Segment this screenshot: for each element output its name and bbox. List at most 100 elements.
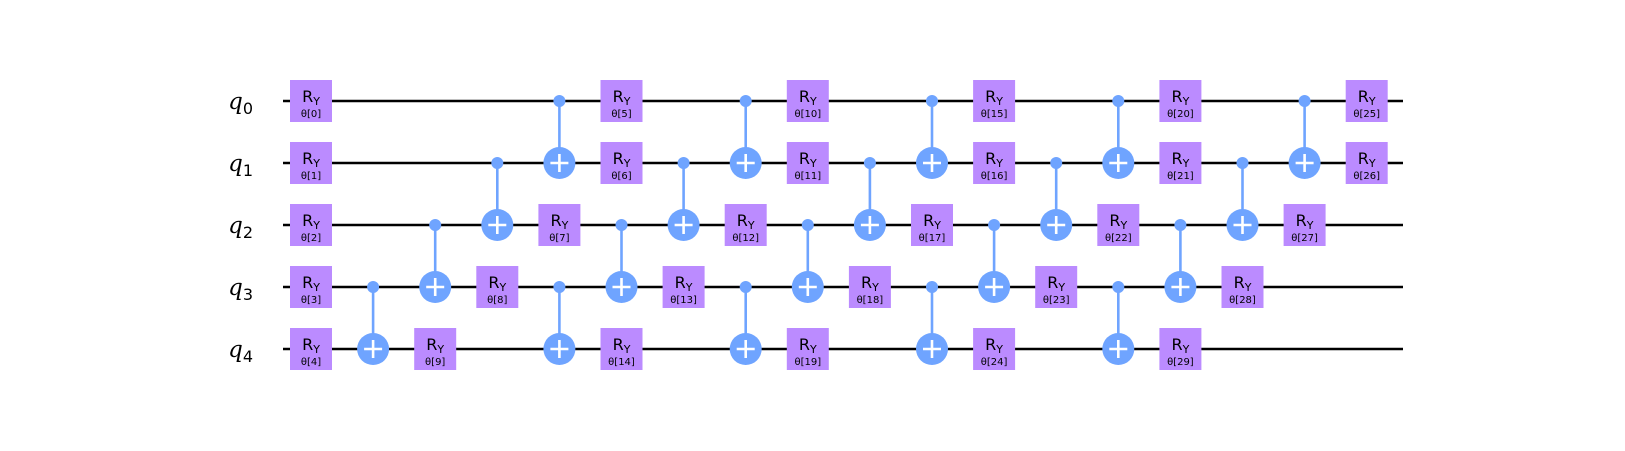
ry-gate-param: θ[18]	[857, 295, 884, 306]
ry-gate-name-base: R	[1171, 87, 1182, 106]
ry-gate-param: θ[17]	[919, 233, 946, 244]
ry-gate: RYθ[10]	[786, 80, 829, 122]
ry-gate: RYθ[19]	[786, 328, 829, 370]
ry-gate-name: RY	[923, 211, 941, 232]
ry-gate-box	[600, 328, 643, 370]
cnot-control-dot	[863, 157, 876, 169]
ry-gate-box	[1345, 142, 1388, 184]
cnot-control-dot	[367, 281, 380, 293]
ry-gate-box	[290, 80, 332, 122]
ry-gate-param: θ[22]	[1105, 233, 1132, 244]
ry-gate-name-base: R	[1358, 87, 1369, 106]
ry-gate-param: θ[24]	[981, 357, 1008, 368]
qubit-label-3: q3	[228, 275, 253, 304]
ry-gate-name-base: R	[302, 273, 313, 292]
ry-gate-name-base: R	[737, 211, 748, 230]
ry-gate-name-sub: Y	[685, 281, 693, 294]
ry-gate-name-base: R	[799, 149, 810, 168]
qubit-label-index: 0	[243, 99, 253, 118]
ry-gate-box	[600, 142, 643, 184]
cnot-control-dot	[1236, 157, 1249, 169]
ry-gate-param: θ[28]	[1229, 295, 1256, 306]
ry-gate-name: RY	[1047, 273, 1065, 294]
ry-gate-box	[724, 204, 767, 246]
ry-gate-name-sub: Y	[995, 343, 1003, 356]
ry-gate-name: RY	[1171, 335, 1189, 356]
ry-gate-param: θ[13]	[670, 295, 697, 306]
ry-gate-param: θ[2]	[301, 233, 321, 244]
qubit-label-letter: q	[228, 337, 243, 363]
ry-gate-name-base: R	[302, 335, 313, 354]
ry-gate-name: RY	[799, 149, 817, 170]
ry-gate-name-base: R	[302, 87, 313, 106]
cnot-gate	[543, 95, 576, 179]
cnot-target-icon	[1164, 271, 1197, 303]
qubit-label-letter: q	[228, 89, 243, 115]
ry-gate: RYθ[20]	[1159, 80, 1202, 122]
ry-gate-name-sub: Y	[1182, 157, 1190, 170]
ry-gate-name: RY	[675, 273, 693, 294]
ry-gate-param: θ[0]	[301, 109, 321, 120]
cnot-target-icon	[853, 209, 886, 241]
ry-gate-param: θ[15]	[981, 109, 1008, 120]
ry-gate-name-base: R	[302, 211, 313, 230]
ry-gate-name-base: R	[1358, 149, 1369, 168]
ry-gate-name: RY	[1171, 87, 1189, 108]
ry-gate: RYθ[4]	[290, 328, 332, 370]
ry-gate-box	[786, 328, 829, 370]
cnot-gate	[1102, 95, 1135, 179]
ry-gate-name-base: R	[1109, 211, 1120, 230]
ry-gate-name: RY	[861, 273, 879, 294]
ry-gate-param: θ[14]	[608, 357, 635, 368]
ry-gate: RYθ[8]	[476, 266, 519, 308]
ry-gate-name: RY	[1109, 211, 1127, 232]
cnot-control-dot	[926, 281, 938, 293]
cnot-target-icon	[729, 333, 762, 365]
cnot-target-icon	[1102, 333, 1135, 365]
ry-gate-name-sub: Y	[1368, 95, 1376, 108]
cnot-gate	[791, 219, 824, 303]
cnot-control-dot	[1174, 219, 1187, 231]
ry-gate-param: θ[16]	[981, 171, 1008, 182]
ry-gate-box	[973, 80, 1016, 122]
ry-gate-name-base: R	[985, 87, 996, 106]
qubit-label-2: q2	[228, 213, 253, 242]
ry-gate-name: RY	[302, 273, 320, 294]
ry-gate-name: RY	[1234, 273, 1252, 294]
ry-gate-name: RY	[302, 87, 320, 108]
cnot-gate	[1164, 219, 1197, 303]
qubit-label-4: q4	[228, 337, 253, 366]
cnot-target-icon	[791, 271, 824, 303]
ry-gate: RYθ[7]	[538, 204, 581, 246]
cnot-gate	[729, 95, 762, 179]
ry-gate-param: θ[4]	[301, 357, 321, 368]
ry-gate-name-sub: Y	[312, 281, 320, 294]
ry-gate-name: RY	[737, 211, 755, 232]
ry-gate-name-sub: Y	[995, 157, 1003, 170]
ry-gate: RYθ[18]	[848, 266, 891, 308]
ry-gate-param: θ[25]	[1353, 109, 1380, 120]
ry-gate-name-sub: Y	[1119, 219, 1127, 232]
ry-gate-param: θ[29]	[1167, 357, 1194, 368]
qubit-label-0: q0	[228, 89, 253, 118]
ry-gate-param: θ[27]	[1291, 233, 1318, 244]
ry-gate-name: RY	[613, 149, 631, 170]
ry-gate-box	[973, 328, 1016, 370]
cnot-control-dot	[1298, 95, 1311, 107]
ry-gate-box	[476, 266, 519, 308]
ry-gate-name: RY	[302, 335, 320, 356]
ry-gate: RYθ[25]	[1345, 80, 1388, 122]
qubit-label-index: 4	[243, 347, 253, 366]
qubit-wires	[283, 99, 1403, 351]
ry-gate-box	[786, 80, 829, 122]
ry-gate-name: RY	[799, 335, 817, 356]
ry-gate-name-sub: Y	[436, 343, 444, 356]
qubit-label-index: 2	[243, 223, 253, 242]
ry-gate-name: RY	[302, 211, 320, 232]
cnot-target-icon	[1288, 147, 1321, 179]
cnot-control-dot	[1050, 157, 1063, 169]
cnot-gate	[543, 281, 576, 365]
cnot-target-icon	[543, 333, 576, 365]
ry-gate-box	[1345, 80, 1388, 122]
